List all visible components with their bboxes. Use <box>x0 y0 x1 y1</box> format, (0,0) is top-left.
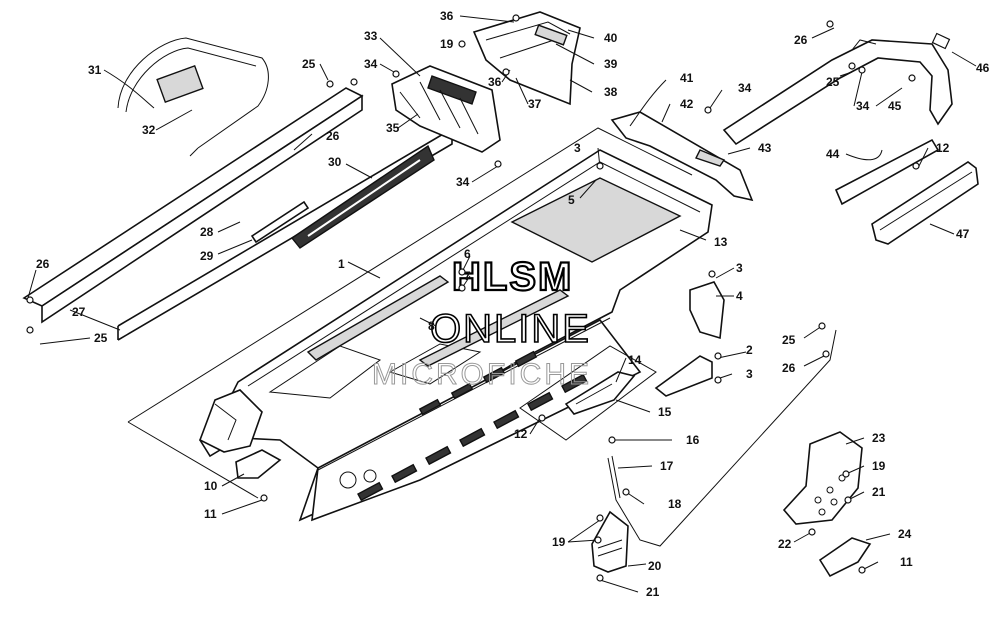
deck-grip-pad <box>510 177 682 263</box>
callout-25-b: 25 <box>94 331 108 345</box>
callout-20: 20 <box>648 559 662 573</box>
callout-5: 5 <box>568 193 575 207</box>
callout-8: 8 <box>428 319 435 333</box>
callout-33: 33 <box>364 29 378 43</box>
detail-box <box>519 345 657 441</box>
callout-19-a: 19 <box>440 37 454 51</box>
callout-40: 40 <box>604 31 618 45</box>
callout-21-a: 21 <box>646 585 660 599</box>
heel-guard-20 <box>591 510 629 573</box>
callout-27: 27 <box>72 305 86 319</box>
callout-43: 43 <box>758 141 772 155</box>
callout-26-a: 26 <box>326 129 340 143</box>
callout-18: 18 <box>668 497 682 511</box>
callout-6: 6 <box>464 247 471 261</box>
callout-31: 31 <box>88 63 102 77</box>
callout-26-b: 26 <box>36 257 50 271</box>
callout-23: 23 <box>872 431 886 445</box>
assembly-boundary <box>127 127 693 499</box>
callout-15: 15 <box>658 405 672 419</box>
callout-29: 29 <box>200 249 214 263</box>
callout-labels: 1 2 3 3 3 4 5 6 7 8 10 11 11 12 12 13 14… <box>36 9 990 599</box>
footrest-10 <box>235 449 282 479</box>
callout-2: 2 <box>746 343 753 357</box>
callout-16: 16 <box>686 433 700 447</box>
heel-plate-holes <box>814 474 846 516</box>
callout-14: 14 <box>628 353 642 367</box>
traction-strip-7 <box>418 289 570 367</box>
heel-plate-23 <box>782 431 863 525</box>
callout-28: 28 <box>200 225 214 239</box>
left-rail-27 <box>22 87 453 341</box>
snowflap-41 <box>610 111 754 202</box>
traction-strip-8 <box>306 275 450 361</box>
callout-25-c: 25 <box>782 333 796 347</box>
tow-bar-26 <box>607 329 837 547</box>
callout-19-c: 19 <box>872 459 886 473</box>
callout-25-a: 25 <box>302 57 316 71</box>
mount-bracket-4 <box>689 281 725 340</box>
callout-36-b: 36 <box>488 75 502 89</box>
tunnel-chassis <box>198 149 713 522</box>
callout-44: 44 <box>826 147 840 161</box>
callout-13: 13 <box>714 235 728 249</box>
taillight-housing-33 <box>391 65 501 153</box>
rear-grab-handle-31 <box>117 37 269 157</box>
callout-36-a: 36 <box>440 9 454 23</box>
callout-30: 30 <box>328 155 342 169</box>
bracket-2 <box>654 355 713 397</box>
callout-32: 32 <box>142 123 156 137</box>
callout-22: 22 <box>778 537 792 551</box>
callout-21-b: 21 <box>872 485 886 499</box>
callout-3-b: 3 <box>736 261 743 275</box>
step-plate-14 <box>564 371 636 415</box>
callout-3-c: 3 <box>746 367 753 381</box>
callout-47: 47 <box>956 227 970 241</box>
callout-45: 45 <box>888 99 902 113</box>
bumper-cap-47 <box>871 161 979 245</box>
callout-24: 24 <box>898 527 912 541</box>
leader-lines <box>27 15 977 593</box>
callout-12-b: 12 <box>936 141 950 155</box>
rear-bumper-46 <box>722 32 953 146</box>
callout-19-b: 19 <box>552 535 566 549</box>
rear-bracket-38 <box>472 11 581 106</box>
watermark-line1: HLSM <box>452 255 573 299</box>
callout-41: 41 <box>680 71 694 85</box>
callout-42: 42 <box>680 97 694 111</box>
callout-26-c: 26 <box>794 33 808 47</box>
callout-34-d: 34 <box>856 99 870 113</box>
callout-35: 35 <box>386 121 400 135</box>
callout-11-b: 11 <box>900 555 913 569</box>
watermark: HLSM ONLINE MICROFICHE <box>372 254 592 392</box>
callout-38: 38 <box>604 85 618 99</box>
callout-46: 46 <box>976 61 990 75</box>
hardware-fasteners <box>26 14 920 582</box>
callout-25-d: 25 <box>826 75 840 89</box>
callout-10: 10 <box>204 479 218 493</box>
callout-7: 7 <box>464 269 471 283</box>
callout-11-a: 11 <box>204 507 217 521</box>
watermark-line2: ONLINE <box>430 307 591 351</box>
callout-3-a: 3 <box>574 141 581 155</box>
callout-34-c: 34 <box>738 81 752 95</box>
callout-39: 39 <box>604 57 618 71</box>
reinforcement-strip-29 <box>250 200 310 244</box>
callout-4: 4 <box>736 289 743 303</box>
callout-26-d: 26 <box>782 361 796 375</box>
bumper-bar-44 <box>834 138 940 206</box>
callout-34-a: 34 <box>364 57 378 71</box>
callout-17: 17 <box>660 459 674 473</box>
callout-1: 1 <box>338 257 345 271</box>
running-board-slots <box>357 350 588 502</box>
foot-pad-24 <box>818 537 872 578</box>
callout-34-b: 34 <box>456 175 470 189</box>
callout-12-a: 12 <box>514 427 528 441</box>
watermark-line3: MICROFICHE <box>372 358 592 391</box>
callout-37: 37 <box>528 97 542 111</box>
